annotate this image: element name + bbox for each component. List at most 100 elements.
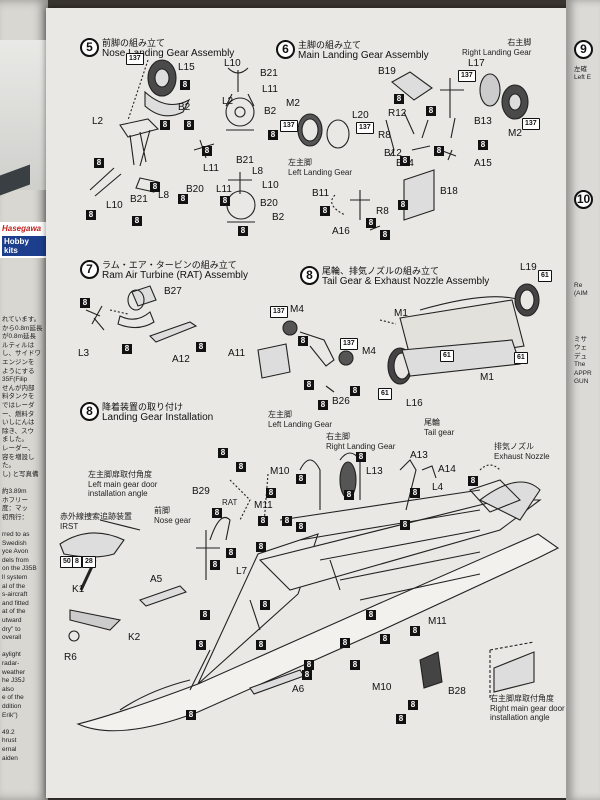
cement-marker: 8 xyxy=(196,640,206,650)
step-7-title-jp: ラム・エア・タービンの組み立て xyxy=(102,260,237,270)
part-B13: B13 xyxy=(474,116,492,127)
paint-code-137: 137 xyxy=(340,338,358,350)
part-M1: M1 xyxy=(480,372,494,383)
left-page-line: し、サイドワ xyxy=(2,350,41,358)
left-page-line: s-aircraft xyxy=(2,591,28,599)
cement-marker: 8 xyxy=(298,336,308,346)
part-B29: B29 xyxy=(192,486,210,497)
cement-marker: 8 xyxy=(218,448,228,458)
left-page-line: utward xyxy=(2,617,22,624)
part-B2: B2 xyxy=(178,102,191,113)
paint-code-137: 137 xyxy=(280,120,298,132)
part-M4: M4 xyxy=(362,346,376,357)
left-page-line: ll system xyxy=(2,574,28,581)
cement-marker: 8 xyxy=(426,106,436,116)
part-M2: M2 xyxy=(508,128,522,139)
part-L8: L8 xyxy=(158,190,170,201)
left-page-line: 除き、スウ xyxy=(2,427,35,435)
part-L10: L10 xyxy=(224,58,241,69)
cement-marker: 8 xyxy=(200,610,210,620)
left-page-line: ルティルは xyxy=(2,341,35,349)
left-page-line: れています。 xyxy=(2,316,41,323)
brand-name: Hasegawa xyxy=(2,224,42,233)
part-B18: B18 xyxy=(440,186,458,197)
left-page-photo xyxy=(0,40,46,196)
cement-marker: 8 xyxy=(350,660,360,670)
step-7-title-en: Ram Air Turbine (RAT) Assembly xyxy=(102,270,248,281)
cement-marker: 8 xyxy=(256,640,266,650)
step-8-install-title-jp: 降着装置の取り付け xyxy=(102,402,184,412)
cement-marker: 8 xyxy=(180,80,190,90)
part-M11: M11 xyxy=(254,500,273,511)
left-page-line: aiden xyxy=(2,754,18,762)
left-page-line: Erik") xyxy=(2,711,18,719)
left-page-line: レーダー、 xyxy=(2,445,35,452)
paint-code-137: 137 xyxy=(356,122,374,134)
part-L16: L16 xyxy=(406,398,423,409)
cement-marker: 8 xyxy=(366,218,376,228)
part-B20: B20 xyxy=(260,198,278,209)
part-M1: M1 xyxy=(394,308,408,319)
left-page-line: radar- xyxy=(2,660,20,667)
paint-code-137: 137 xyxy=(522,118,540,130)
left-page-line: せんが内部 xyxy=(2,384,35,392)
cement-marker: 8 xyxy=(80,298,90,308)
part-A13: A13 xyxy=(410,450,428,461)
paint-code-61: 61 xyxy=(378,388,392,400)
cement-marker: 8 xyxy=(340,638,350,648)
left-page-line: し) と写真備 xyxy=(2,470,39,478)
cement-marker: 8 xyxy=(178,194,188,204)
cement-marker: 8 xyxy=(210,560,220,570)
left-page-line: 49.2 xyxy=(2,728,15,736)
cement-marker: 8 xyxy=(296,522,306,532)
left-page-edge: れています。から0.8m延長が0.8m延長ルティルはし、サイドワエンジンをように… xyxy=(0,0,48,800)
part-L10: L10 xyxy=(106,200,123,211)
paint-code-28: 28 xyxy=(82,556,96,568)
cement-marker: 8 xyxy=(132,216,142,226)
left-page-line: 約3.89m xyxy=(2,488,27,495)
part-B28: B28 xyxy=(448,686,466,697)
cement-marker: 8 xyxy=(380,634,390,644)
left-page-line: at of the xyxy=(2,608,26,616)
cement-marker: 8 xyxy=(304,380,314,390)
part-K1: K1 xyxy=(72,584,85,595)
cement-marker: 8 xyxy=(302,670,312,680)
step-5-title-jp: 前脚の組み立て xyxy=(102,38,166,48)
part-A5: A5 xyxy=(150,574,163,585)
cement-marker: 8 xyxy=(94,158,104,168)
cement-marker: 8 xyxy=(266,488,276,498)
cement-marker: 8 xyxy=(86,210,96,220)
aircraft-drawing xyxy=(59,452,560,732)
cement-marker: 8 xyxy=(296,474,306,484)
left-page-line: weather xyxy=(2,668,26,676)
tail-exhaust-drawing xyxy=(257,283,540,393)
paint-code-137: 137 xyxy=(126,53,144,65)
left-page-line: hrust xyxy=(2,737,17,745)
part-A16: A16 xyxy=(332,226,350,237)
paint-code-61: 61 xyxy=(538,270,552,282)
part-L11: L11 xyxy=(203,163,219,174)
part-K2: K2 xyxy=(128,632,141,643)
step-8-tail-title-en: Tail Gear & Exhaust Nozzle Assembly xyxy=(322,276,490,287)
part-L19: L19 xyxy=(520,262,537,273)
cement-marker: 8 xyxy=(260,600,270,610)
part-B21: B21 xyxy=(260,68,278,79)
part-L13: L13 xyxy=(366,466,383,477)
left-page-line: 初飛行： xyxy=(2,513,28,521)
step-5-title-en: Nose Landing Gear Assembly xyxy=(102,48,235,59)
cement-marker: 8 xyxy=(282,516,292,526)
part-L2: L2 xyxy=(92,116,104,127)
cement-marker: 8 xyxy=(468,476,478,486)
cement-marker: 8 xyxy=(304,660,314,670)
part-M2: M2 xyxy=(286,98,300,109)
left-page-line: also xyxy=(2,685,14,693)
left-page-line: e of the xyxy=(2,694,24,702)
cement-marker: 8 xyxy=(160,120,170,130)
step-6-title-en: Main Landing Gear Assembly xyxy=(298,50,429,61)
